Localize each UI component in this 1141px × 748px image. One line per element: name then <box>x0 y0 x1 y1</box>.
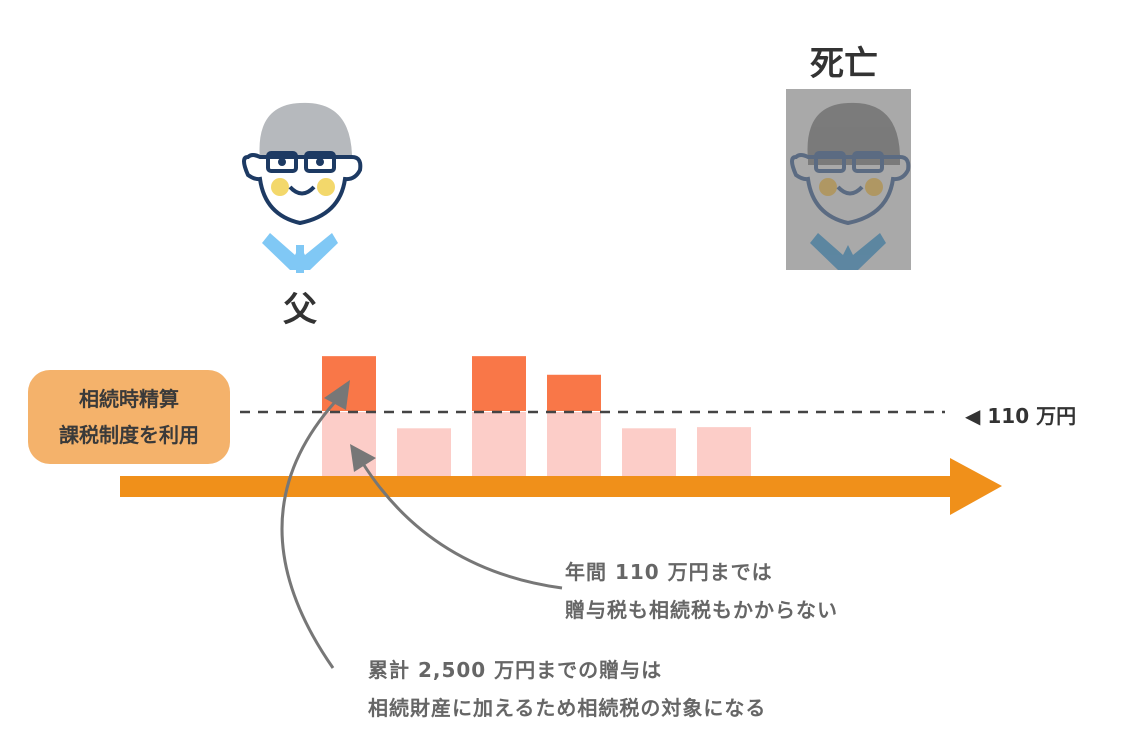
system-line2: 課税制度を利用 <box>59 423 199 447</box>
gift-bar-6-exempt <box>697 427 751 476</box>
pointer-arrow-annual <box>350 444 563 590</box>
limit-value: 110 万円 <box>987 404 1077 428</box>
limit-label: ◀ 110 万円 <box>965 400 1076 429</box>
timeline-arrow <box>120 458 1002 515</box>
father-illustration <box>242 102 363 273</box>
note-annual-line1: 年間 110 万円までは <box>565 560 773 584</box>
system-box: 相続時精算 課税制度を利用 <box>28 370 230 464</box>
gift-bar-3-exempt <box>472 412 526 476</box>
system-line1: 相続時精算 <box>79 387 179 411</box>
gift-bar-3-excess <box>472 356 526 411</box>
gift-bar-5-exempt <box>622 428 676 476</box>
father-label: 父 <box>283 290 317 330</box>
gift-bar-1-exempt <box>322 412 376 476</box>
gift-bar-2-exempt <box>397 428 451 476</box>
limit-marker-icon: ◀ <box>965 404 981 428</box>
note-cumulative-line1: 累計 2,500 万円までの贈与は <box>368 658 663 682</box>
pointer-arrow-cumulative <box>280 380 350 669</box>
deceased-portrait <box>786 89 911 270</box>
note-annual: 年間 110 万円までは 贈与税も相続税もかからない <box>565 553 838 629</box>
note-cumulative-line2: 相続財産に加えるため相続税の対象になる <box>368 696 767 720</box>
note-cumulative: 累計 2,500 万円までの贈与は 相続財産に加えるため相続税の対象になる <box>368 651 766 727</box>
note-annual-line2: 贈与税も相続税もかからない <box>565 598 838 622</box>
death-label: 死亡 <box>810 44 878 84</box>
gift-bar-4-excess <box>547 374 601 411</box>
gift-bar-4-exempt <box>547 412 601 476</box>
